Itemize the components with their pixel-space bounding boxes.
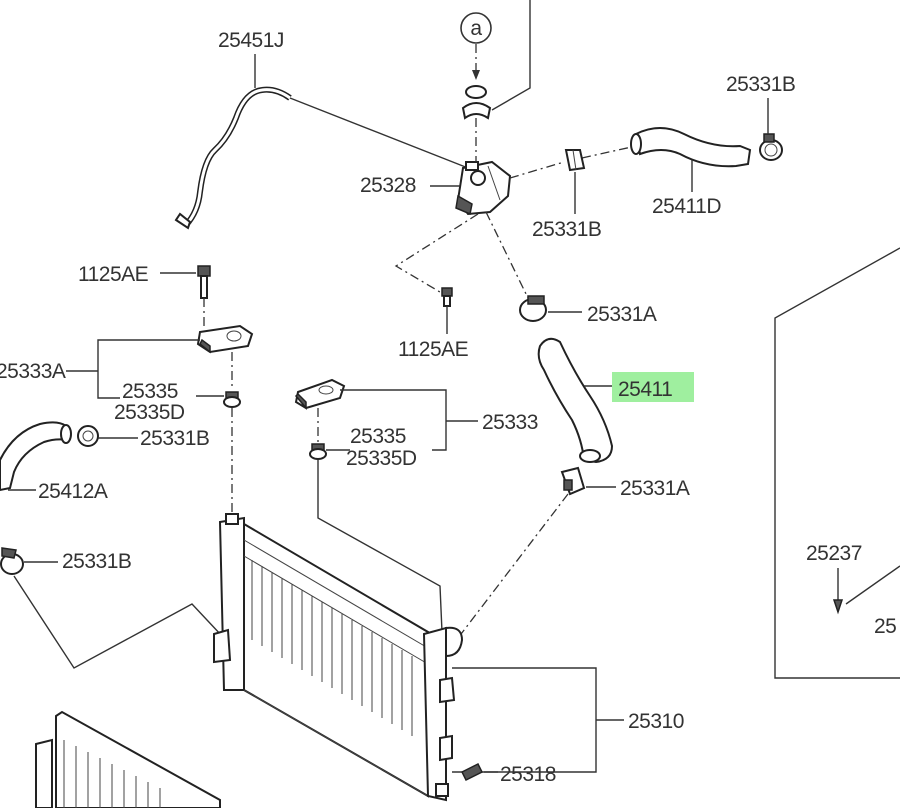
leader-25310-bracket	[452, 667, 597, 773]
highlight-25411	[612, 372, 694, 402]
dash-housing-to-1125AE	[394, 213, 479, 293]
cap-part	[465, 85, 487, 99]
label-25237: 25237	[806, 542, 862, 565]
label-25333: 25333	[482, 411, 538, 434]
label-25335-left: 25335	[122, 380, 178, 403]
label-1125AE-mid: 1125AE	[398, 338, 469, 361]
label-1125AE-left: 1125AE	[78, 263, 149, 286]
overflow-tube-inner	[184, 88, 291, 227]
label-25331B-mid: 25331B	[532, 218, 601, 241]
radiator-25310	[213, 513, 464, 802]
clamp-25331B-mid	[564, 149, 586, 172]
bolt-1125AE-mid	[441, 287, 453, 307]
label-25411D: 25411D	[652, 195, 721, 218]
marker-a-text: a	[470, 17, 482, 40]
label-25331B-low: 25331B	[62, 550, 131, 573]
clamp-25331A-bottom	[560, 466, 586, 496]
grommet-25335-mid	[309, 443, 327, 460]
leader-clamp-to-radiator-inlet	[13, 575, 223, 669]
label-25451J: 25451J	[218, 29, 284, 52]
clamp-25331B-left	[77, 425, 99, 447]
condenser-partial	[35, 710, 221, 808]
hose-25411-end	[579, 449, 601, 463]
clamp-25331A-top	[519, 295, 547, 322]
outlet-housing-25328	[455, 160, 512, 216]
marker-a-circle	[460, 12, 492, 44]
label-25335D-mid: 25335D	[346, 447, 417, 470]
leader-right-partial	[845, 565, 900, 605]
label-25318: 25318	[500, 763, 556, 786]
label-25328: 25328	[360, 174, 416, 197]
clamp-25331B-low	[0, 547, 24, 575]
leader-25333-bracket	[340, 389, 447, 451]
hose-25411D	[634, 127, 752, 168]
marker-a-arrow	[472, 70, 480, 80]
label-25333A: 25333A	[0, 360, 66, 383]
grommet-25335-left	[223, 391, 241, 408]
label-25335-mid: 25335	[350, 425, 406, 448]
drain-plug-25318	[460, 762, 484, 782]
leader-25333A-bracket	[97, 339, 200, 399]
label-25412A: 25412A	[38, 480, 108, 503]
top-vertical-leader	[491, 0, 531, 111]
bolt-1125AE-left	[197, 265, 211, 299]
overflow-tube-end	[174, 212, 192, 230]
dash-housing-to-clamp	[509, 161, 565, 179]
label-25310: 25310	[628, 710, 684, 733]
label-25331A-bottom: 25331A	[620, 477, 690, 500]
cap-seal-part	[461, 102, 492, 120]
label-25331B-left: 25331B	[140, 427, 209, 450]
hose-25411	[537, 337, 614, 464]
subassembly-box	[774, 247, 900, 679]
dash-clamp-to-hose	[581, 145, 637, 159]
leader-tube-to-housing	[289, 97, 469, 169]
label-25331A-top: 25331A	[587, 303, 657, 326]
screw-25237	[832, 599, 844, 615]
clamp-25331B-top	[759, 133, 783, 161]
dash-housing-to-25331A	[485, 211, 529, 299]
dash-25331A-to-radiator	[457, 493, 569, 639]
hose-25412A-end	[60, 424, 72, 444]
label-25411: 25411	[618, 378, 672, 401]
bracket-25333	[294, 378, 346, 411]
bracket-25333A	[196, 324, 254, 354]
label-25331B-top: 25331B	[726, 73, 795, 96]
leader-grommet-to-radiator-mid	[317, 460, 443, 633]
label-25-partial: 25	[874, 615, 896, 638]
hose-25411D-end	[630, 133, 642, 155]
label-25335D-left: 25335D	[114, 401, 185, 424]
